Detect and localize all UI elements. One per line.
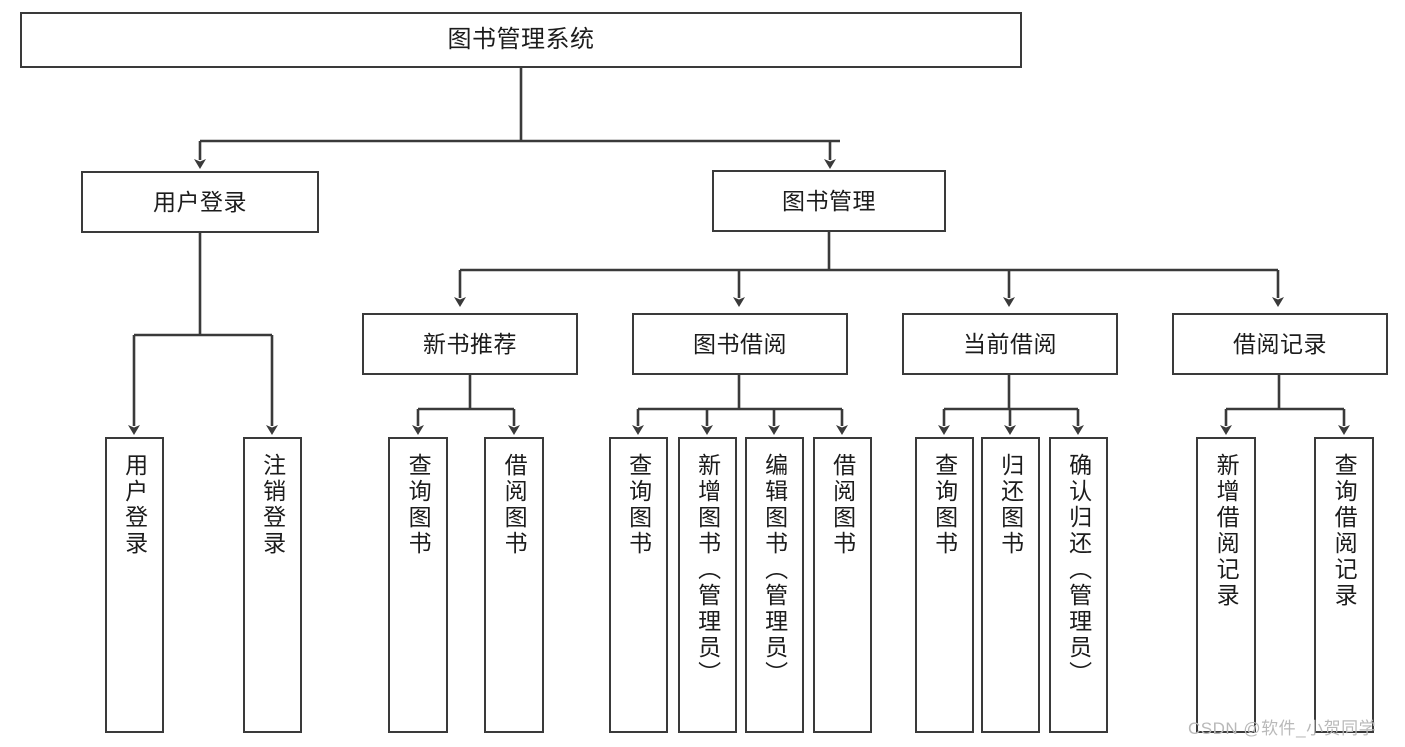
- node-label: 借阅图书: [501, 453, 528, 557]
- node-root-book-management-system[interactable]: 图书管理系统: [20, 12, 1022, 68]
- leaf-current-borrow-confirm-return-admin[interactable]: 确认归还（管理员）: [1049, 437, 1108, 733]
- leaf-book-borrow-add-book-admin[interactable]: 新增图书（管理员）: [678, 437, 737, 733]
- node-label: 编辑图书（管理员）: [761, 453, 788, 687]
- node-label: 查询图书: [931, 453, 958, 557]
- node-user-login[interactable]: 用户登录: [81, 171, 319, 233]
- watermark: CSDN @软件_小贺同学: [1188, 719, 1377, 738]
- node-label: 借阅记录: [1233, 330, 1327, 357]
- leaf-new-book-borrow-book[interactable]: 借阅图书: [484, 437, 544, 733]
- node-label: 归还图书: [997, 453, 1024, 557]
- leaf-user-login-signin[interactable]: 用户登录: [105, 437, 164, 733]
- node-book-borrow[interactable]: 图书借阅: [632, 313, 848, 375]
- node-borrow-record[interactable]: 借阅记录: [1172, 313, 1388, 375]
- leaf-new-book-query-book[interactable]: 查询图书: [388, 437, 448, 733]
- node-label: 查询借阅记录: [1331, 453, 1358, 609]
- node-label: 新书推荐: [423, 330, 517, 357]
- leaf-current-borrow-return-book[interactable]: 归还图书: [981, 437, 1040, 733]
- leaf-book-borrow-edit-book-admin[interactable]: 编辑图书（管理员）: [745, 437, 804, 733]
- node-label: 新增图书（管理员）: [694, 453, 721, 687]
- node-label: 图书管理: [782, 187, 876, 214]
- node-label: 确认归还（管理员）: [1065, 453, 1092, 687]
- leaf-user-login-signout[interactable]: 注销登录: [243, 437, 302, 733]
- node-label: 查询图书: [625, 453, 652, 557]
- node-label: 查询图书: [405, 453, 432, 557]
- node-label: 新增借阅记录: [1213, 453, 1240, 609]
- node-label: 借阅图书: [829, 453, 856, 557]
- leaf-borrow-record-query-record[interactable]: 查询借阅记录: [1314, 437, 1374, 733]
- node-label: 当前借阅: [963, 330, 1057, 357]
- node-label: 注销登录: [259, 453, 286, 557]
- node-current-borrow[interactable]: 当前借阅: [902, 313, 1118, 375]
- leaf-book-borrow-borrow-book[interactable]: 借阅图书: [813, 437, 872, 733]
- leaf-borrow-record-add-record[interactable]: 新增借阅记录: [1196, 437, 1256, 733]
- node-new-book-recommend[interactable]: 新书推荐: [362, 313, 578, 375]
- node-label: 图书借阅: [693, 330, 787, 357]
- node-label: 图书管理系统: [447, 26, 595, 53]
- leaf-current-borrow-query-book[interactable]: 查询图书: [915, 437, 974, 733]
- node-book-management[interactable]: 图书管理: [712, 170, 946, 232]
- node-label: 用户登录: [121, 453, 148, 557]
- leaf-book-borrow-query-book[interactable]: 查询图书: [609, 437, 668, 733]
- node-label: 用户登录: [153, 188, 247, 215]
